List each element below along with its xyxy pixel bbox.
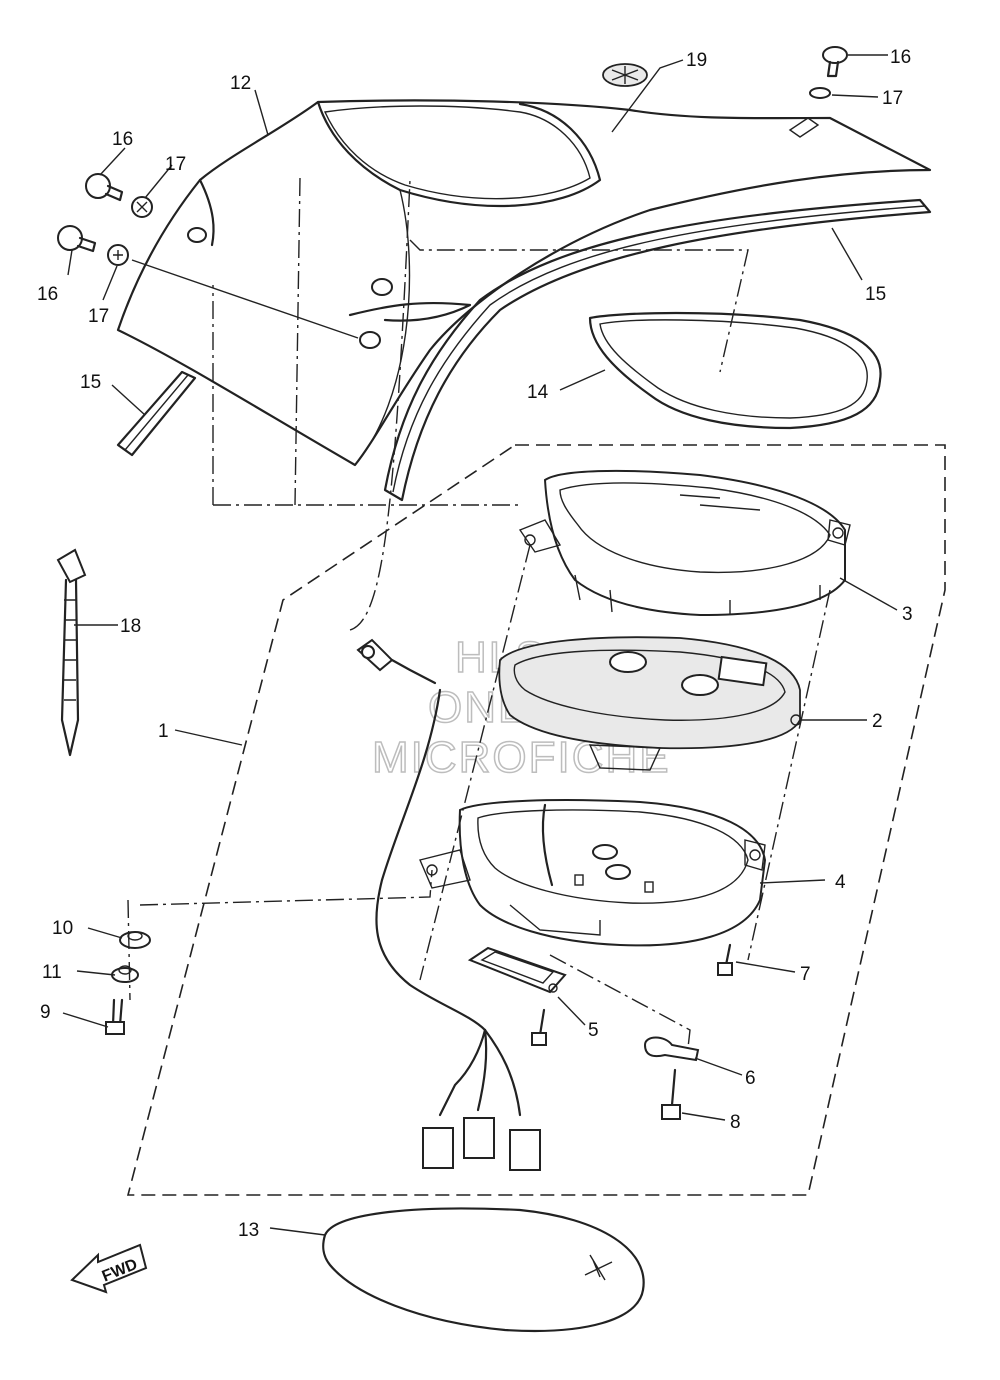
grommets-on-cover bbox=[187, 227, 393, 349]
callout-12: 12 bbox=[230, 73, 251, 94]
alignment-lines bbox=[127, 177, 831, 1049]
part-16-screw-left-lower bbox=[57, 225, 97, 253]
part-11-collar bbox=[111, 965, 139, 983]
part-10-grommet bbox=[119, 931, 151, 949]
callout-9: 9 bbox=[40, 1002, 51, 1023]
connector-b bbox=[463, 1117, 495, 1159]
part-17-nut-left-upper bbox=[131, 196, 153, 218]
connector-a bbox=[422, 1127, 454, 1169]
callout-11: 11 bbox=[42, 962, 62, 983]
part-12-meter-cover bbox=[116, 99, 932, 467]
part-5-bracket bbox=[467, 946, 567, 994]
part-8-screw bbox=[661, 1068, 681, 1120]
callout-3: 3 bbox=[902, 604, 913, 625]
callout-16-left-lower: 16 bbox=[37, 284, 58, 305]
part-18-cable-tie bbox=[56, 548, 87, 757]
part-16-screw-top-right bbox=[822, 46, 848, 78]
part-15-trim-left bbox=[116, 370, 197, 457]
callout-19: 19 bbox=[686, 50, 707, 71]
callout-16-left-upper: 16 bbox=[112, 129, 133, 150]
callout-4: 4 bbox=[835, 872, 846, 893]
part-17-nut-left-lower bbox=[107, 244, 129, 266]
part-3-meter-lens-case bbox=[518, 469, 851, 617]
callout-15-right: 15 bbox=[865, 284, 886, 305]
connector-c bbox=[509, 1129, 541, 1171]
callout-17-left-lower: 17 bbox=[88, 306, 109, 327]
fwd-direction-indicator: FWD bbox=[70, 1243, 148, 1294]
part-14-gasket bbox=[588, 311, 882, 430]
callout-8: 8 bbox=[730, 1112, 741, 1133]
callout-labels: 1 2 3 4 5 6 7 8 9 10 11 12 13 14 15 15 1… bbox=[37, 47, 913, 1241]
part-4-meter-case bbox=[419, 799, 767, 947]
callout-17-left-upper: 17 bbox=[165, 154, 186, 175]
callout-1: 1 bbox=[158, 721, 169, 742]
callout-16-top-right: 16 bbox=[890, 47, 911, 68]
callout-7: 7 bbox=[800, 964, 811, 985]
callout-leaders bbox=[62, 54, 898, 1236]
part-9-bolt bbox=[105, 998, 125, 1035]
part-16-screw-left-upper bbox=[85, 173, 124, 202]
part-19-emblem bbox=[602, 63, 648, 87]
part-6-clamp bbox=[643, 1036, 700, 1062]
callout-17-top-right: 17 bbox=[882, 88, 903, 109]
part-15-trim-right bbox=[383, 198, 932, 502]
part-7-screw bbox=[717, 943, 733, 976]
callout-6: 6 bbox=[745, 1068, 756, 1089]
callout-15-left: 15 bbox=[80, 372, 101, 393]
callout-5: 5 bbox=[588, 1020, 599, 1041]
part-2-meter-assembly bbox=[498, 636, 802, 771]
callout-2: 2 bbox=[872, 711, 883, 732]
part-17-washer-top-right bbox=[788, 87, 831, 138]
callout-13: 13 bbox=[238, 1220, 259, 1241]
wire-harness bbox=[356, 638, 554, 1171]
callout-10: 10 bbox=[52, 918, 73, 939]
callout-14: 14 bbox=[527, 382, 549, 403]
callout-18: 18 bbox=[120, 616, 141, 637]
arrow-left-icon bbox=[70, 1243, 148, 1294]
assembly-boundary bbox=[126, 444, 946, 1196]
part-5-screw bbox=[531, 1008, 547, 1046]
part-13-pad bbox=[322, 1207, 645, 1333]
